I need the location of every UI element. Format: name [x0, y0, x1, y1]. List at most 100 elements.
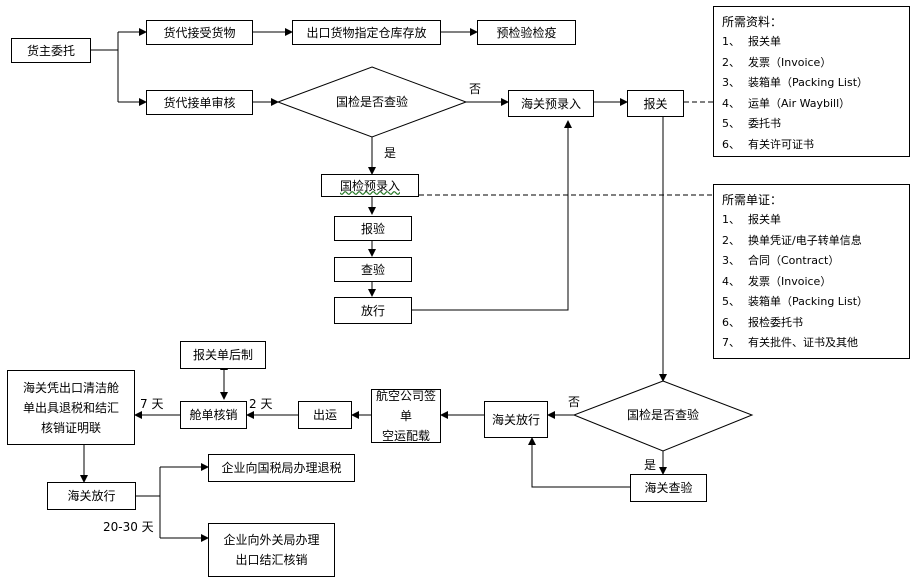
node-pre-inspection-label: 预检验检疫: [496, 25, 557, 40]
required-doc-text: 报关单: [748, 35, 781, 48]
decision-diamond-1: [276, 66, 468, 138]
node-release-label: 放行: [360, 303, 385, 318]
node-forwarder-review-label: 货代接单审核: [163, 95, 236, 110]
edge-release-to-preentry: [412, 120, 572, 311]
required-doc-item: 4、运单（Air Waybill）: [722, 94, 901, 115]
required-doc-num: 5、: [722, 117, 740, 130]
node-forex: 企业向外关局办理 出口结汇核销: [208, 523, 335, 577]
node-customs-release-final: 海关放行: [47, 482, 136, 510]
label-no-1: 否: [469, 82, 482, 96]
node-customs-release-final-label: 海关放行: [67, 489, 116, 503]
required-certs-panel: 所需单证： 1、报关单 2、换单凭证/电子转单信息 3、合同（Contract）…: [713, 184, 910, 359]
node-release: 放行: [334, 297, 412, 324]
node-warehouse-label: 出口货物指定仓库存放: [306, 25, 427, 40]
node-tax-refund: 企业向国税局办理退税: [208, 454, 355, 482]
required-cert-num: 7、: [722, 336, 740, 349]
required-cert-text: 合同（Contract）: [748, 254, 840, 267]
required-doc-num: 3、: [722, 76, 740, 89]
node-shipper-label: 货主委托: [26, 43, 75, 58]
label-yes-1: 是: [384, 146, 397, 160]
required-cert-text: 发票（Invoice）: [748, 274, 832, 288]
node-shipper: 货主委托: [11, 38, 91, 63]
decision-2-text: 国检是否查验: [627, 407, 699, 422]
required-doc-num: 2、: [722, 55, 740, 69]
required-doc-item: 6、有关许可证书: [722, 135, 901, 156]
node-customs-inspect: 海关查验: [630, 474, 707, 502]
required-cert-text: 装箱单（Packing List）: [748, 295, 869, 308]
node-export-docs-line-2: 单出具退税和结汇: [22, 400, 119, 415]
required-doc-text: 运单（Air Waybill）: [748, 96, 851, 110]
label-2-days: 2 天: [249, 397, 273, 411]
node-inspection-preentry: 国检预录入: [321, 174, 419, 197]
node-forwarder-accept: 货代接受货物: [146, 20, 253, 45]
required-cert-text: 换单凭证/电子转单信息: [748, 233, 862, 247]
node-forex-line-1: 企业向外关局办理: [223, 533, 320, 547]
node-forex-line-2: 出口结汇核销: [235, 553, 308, 567]
required-cert-num: 3、: [722, 254, 740, 267]
node-inspect: 查验: [334, 257, 412, 282]
required-doc-item: 3、装箱单（Packing List）: [722, 73, 901, 94]
node-late-declaration-label: 报关单后制: [192, 348, 253, 362]
required-doc-item: 2、发票（Invoice）: [722, 53, 901, 74]
required-cert-text: 报关单: [748, 213, 781, 226]
required-cert-num: 2、: [722, 233, 740, 247]
node-customs-preentry-label: 海关预录入: [520, 96, 581, 111]
decision-1-text: 国检是否查验: [336, 94, 408, 109]
required-docs-title: 所需资料：: [722, 15, 783, 29]
node-report-inspection: 报验: [334, 216, 412, 241]
label-7-days: 7 天: [140, 397, 164, 411]
required-doc-text: 有关许可证书: [748, 137, 814, 151]
required-doc-num: 1、: [722, 35, 740, 48]
node-warehouse: 出口货物指定仓库存放: [292, 20, 441, 45]
node-customs-inspect-label: 海关查验: [644, 481, 693, 495]
edge-inspect-to-release: [528, 437, 630, 488]
required-cert-item: 5、装箱单（Packing List）: [722, 292, 901, 313]
node-airline-sign: 航空公司签单 空运配载: [371, 389, 441, 443]
node-inspect-label: 查验: [360, 262, 385, 277]
required-cert-item: 2、换单凭证/电子转单信息: [722, 231, 901, 252]
required-doc-text: 发票（Invoice）: [748, 55, 832, 69]
node-tax-refund-label: 企业向国税局办理退税: [221, 461, 342, 475]
node-manifest-verify-label: 舱单核销: [189, 408, 238, 422]
label-yes-2: 是: [644, 458, 657, 472]
required-cert-text: 报检委托书: [748, 315, 803, 329]
required-cert-item: 3、合同（Contract）: [722, 251, 901, 272]
node-ship-out: 出运: [298, 401, 352, 429]
node-late-declaration: 报关单后制: [180, 341, 266, 369]
node-manifest-verify: 舱单核销: [180, 401, 247, 429]
required-cert-num: 5、: [722, 295, 740, 308]
required-certs-title: 所需单证：: [722, 193, 783, 207]
node-declare: 报关: [627, 90, 684, 117]
node-customs-release-label: 海关放行: [491, 412, 540, 427]
node-ship-out-label: 出运: [312, 408, 337, 422]
node-customs-release: 海关放行: [484, 401, 548, 438]
node-declare-label: 报关: [643, 96, 668, 111]
node-airline-sign-line-2: 空运配载: [381, 429, 430, 443]
required-docs-panel: 所需资料： 1、报关单 2、发票（Invoice） 3、装箱单（Packing …: [713, 6, 910, 157]
node-report-inspection-label: 报验: [360, 221, 385, 236]
node-export-docs: 海关凭出口清洁舱 单出具退税和结汇 核销证明联: [7, 370, 135, 445]
node-pre-inspection: 预检验检疫: [477, 20, 576, 45]
required-doc-item: 1、报关单: [722, 32, 901, 53]
required-cert-num: 6、: [722, 315, 740, 329]
required-cert-item: 7、有关批件、证书及其他: [722, 333, 901, 354]
node-export-docs-line-3: 核销证明联: [40, 420, 101, 435]
label-20-30-days: 20-30 天: [103, 520, 154, 534]
required-cert-text: 有关批件、证书及其他: [748, 336, 858, 349]
node-customs-preentry: 海关预录入: [508, 90, 594, 117]
node-forwarder-review: 货代接单审核: [146, 90, 253, 115]
required-cert-num: 4、: [722, 274, 740, 288]
required-doc-num: 6、: [722, 137, 740, 151]
decision-diamond-2: [572, 380, 754, 452]
required-cert-item: 1、报关单: [722, 210, 901, 231]
required-cert-item: 4、发票（Invoice）: [722, 272, 901, 293]
required-cert-num: 1、: [722, 213, 740, 226]
required-doc-text: 委托书: [748, 117, 781, 130]
required-doc-text: 装箱单（Packing List）: [748, 76, 869, 89]
node-forwarder-accept-label: 货代接受货物: [163, 25, 236, 40]
required-doc-item: 5、委托书: [722, 114, 901, 135]
label-no-2: 否: [568, 395, 581, 409]
node-inspection-preentry-label: 国检预录入: [339, 178, 400, 193]
node-airline-sign-line-1: 航空公司签单: [375, 389, 436, 423]
